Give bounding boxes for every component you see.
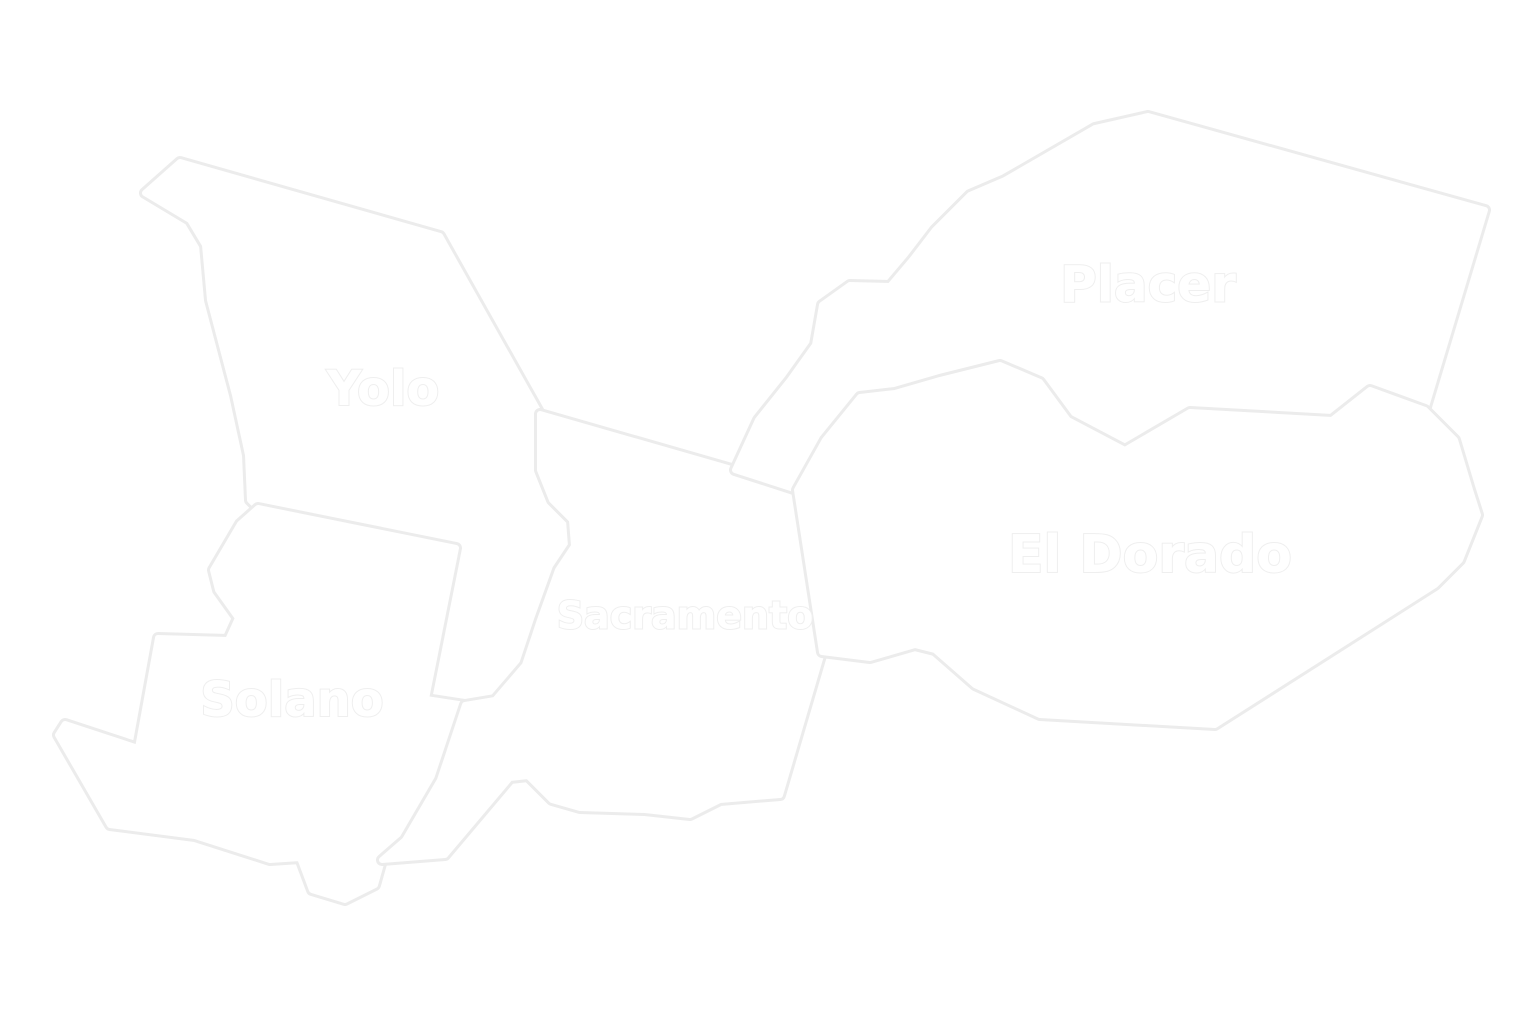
label-solano: Solano: [200, 672, 384, 728]
county-sacramento-area: [379, 411, 825, 863]
label-sacramento: Sacramento: [557, 594, 814, 638]
county-el-dorado[interactable]: [791, 359, 1484, 731]
label-el-dorado: El Dorado: [1008, 525, 1292, 585]
county-el-dorado-area: [794, 362, 1481, 728]
label-yolo: Yolo: [326, 361, 440, 417]
county-sacramento[interactable]: [376, 408, 828, 866]
label-placer: Placer: [1060, 256, 1236, 314]
